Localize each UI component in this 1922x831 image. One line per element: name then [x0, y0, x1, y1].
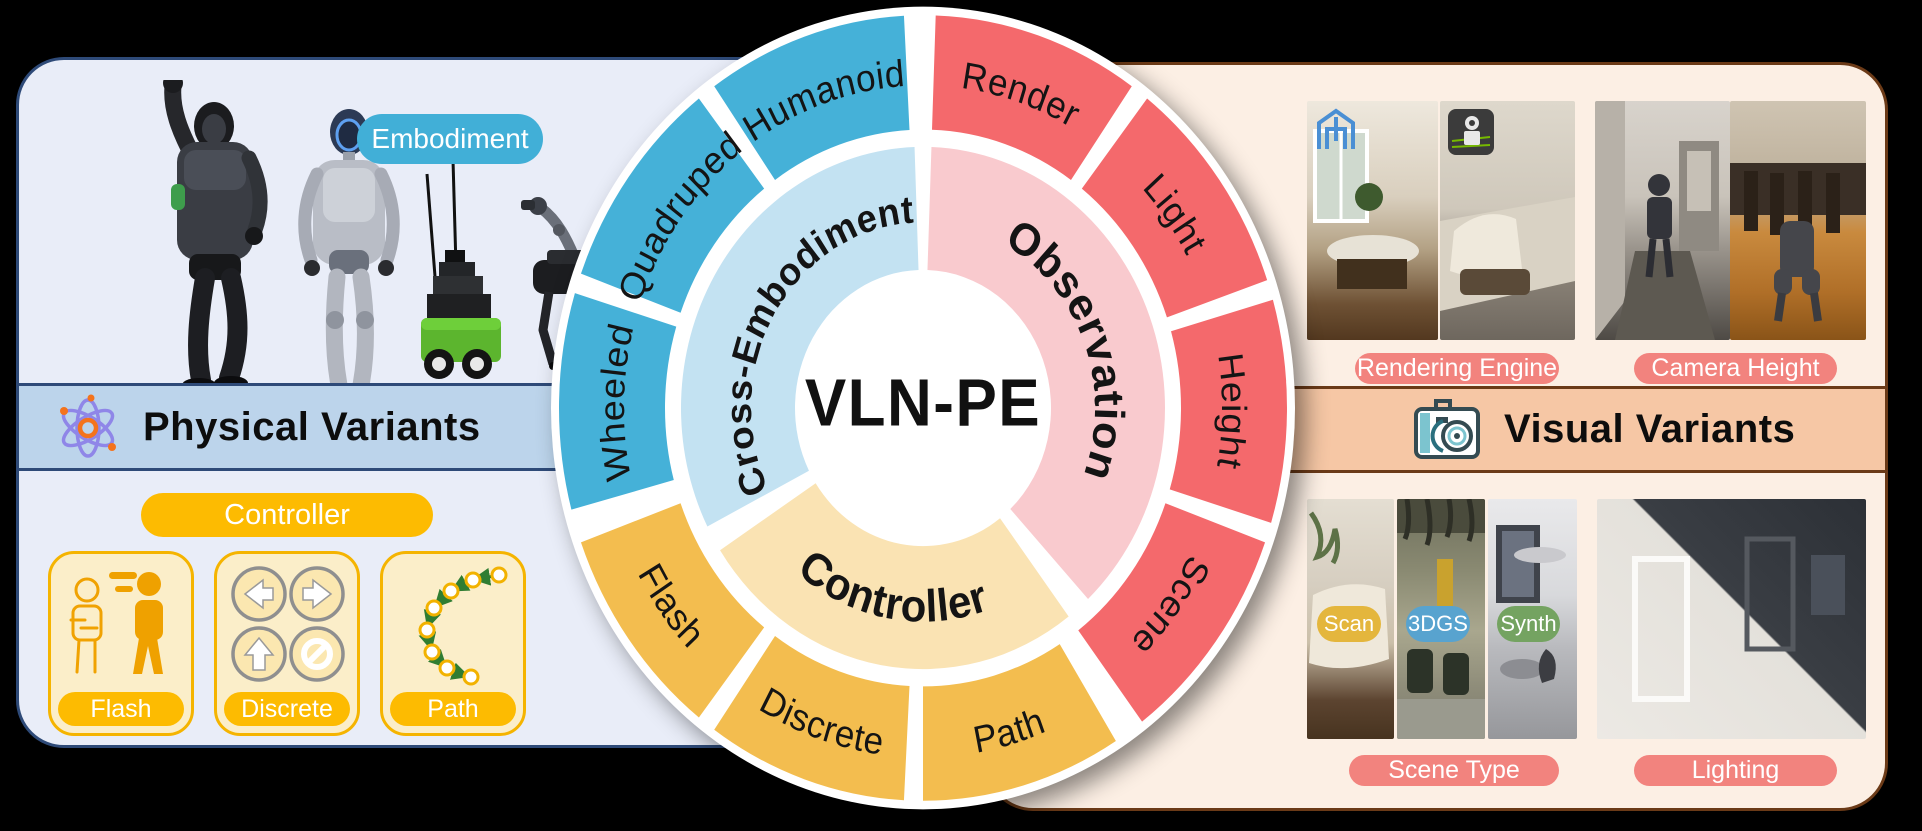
photo-hallway-robot-view — [1595, 101, 1730, 340]
camera-icon — [1414, 398, 1480, 459]
atom-icon — [60, 394, 116, 458]
wheeled-robot-green-icon — [421, 159, 501, 379]
grutopia-logo-icon — [1317, 108, 1355, 149]
path-controller-card: Path — [380, 551, 526, 736]
wheel-center-title: VLN-PE — [805, 365, 1041, 440]
robot-dog-silhouette-icon — [1774, 221, 1822, 322]
humanoid-robot-dark-icon — [163, 80, 268, 392]
wheel-outer-segment-path — [923, 644, 1116, 801]
controller-badge: Controller — [141, 493, 433, 537]
arrow-pad-icon — [231, 566, 345, 682]
photo-dining-room-scan — [1307, 101, 1438, 340]
wheel-outer-segment-quadruped — [580, 98, 765, 313]
wheel-outer-segment-light — [1081, 98, 1268, 318]
wheel-outer-segment-wheeled — [559, 293, 677, 510]
running-person-icon — [69, 572, 163, 674]
rendering-engine-label: Rendering Engine — [1355, 353, 1559, 384]
wheel-outer-segment-discrete — [714, 636, 910, 801]
path-label: Path — [390, 692, 516, 726]
threedgs-badge: 3DGS — [1406, 606, 1470, 642]
scan-badge: Scan — [1317, 606, 1381, 642]
wheel-outer-segment-humanoid — [714, 15, 910, 180]
waypoint-path-icon — [418, 566, 508, 686]
lighting-label: Lighting — [1634, 755, 1837, 786]
wheel-outer-segment-flash — [580, 503, 765, 718]
wheel-outer-segment-render — [932, 15, 1132, 180]
wheel-outer-label-height: Height — [1209, 351, 1253, 473]
vln-pe-taxonomy-wheel: RenderLightHeightScenePathDiscreteFlashW… — [551, 6, 1295, 810]
flash-label: Flash — [58, 692, 184, 726]
issac-sim-logo-icon — [1448, 109, 1494, 155]
photo-lighting-split — [1597, 499, 1866, 739]
embodiment-badge: Embodiment — [357, 114, 543, 164]
photo-dining-room-robot-dog-view — [1730, 101, 1866, 340]
wheel-outer-segment-scene — [1078, 503, 1266, 722]
synth-badge: Synth — [1497, 606, 1560, 642]
visual-variants-title: Visual Variants — [1504, 407, 1796, 451]
wheel-inner-segment-controller — [720, 483, 1069, 670]
camera-height-label: Camera Height — [1634, 353, 1837, 384]
humanoid-robot-silver-icon — [298, 109, 400, 395]
photo-scene-3dgs — [1397, 499, 1485, 739]
photo-living-room-render — [1440, 101, 1575, 340]
physical-variants-title: Physical Variants — [143, 404, 481, 449]
wheel-inner-segment-cross-embodiment — [681, 147, 919, 527]
wheel-center-circle — [797, 272, 1049, 544]
wheel-inner-segment-observation — [927, 147, 1165, 599]
discrete-label: Discrete — [224, 692, 350, 726]
flash-controller-card: Flash — [48, 551, 194, 736]
wheel-outer-segment-height — [1169, 299, 1287, 523]
scene-type-label: Scene Type — [1349, 755, 1559, 786]
discrete-controller-card: Discrete — [214, 551, 360, 736]
robot-silhouette-icon — [1645, 174, 1674, 278]
